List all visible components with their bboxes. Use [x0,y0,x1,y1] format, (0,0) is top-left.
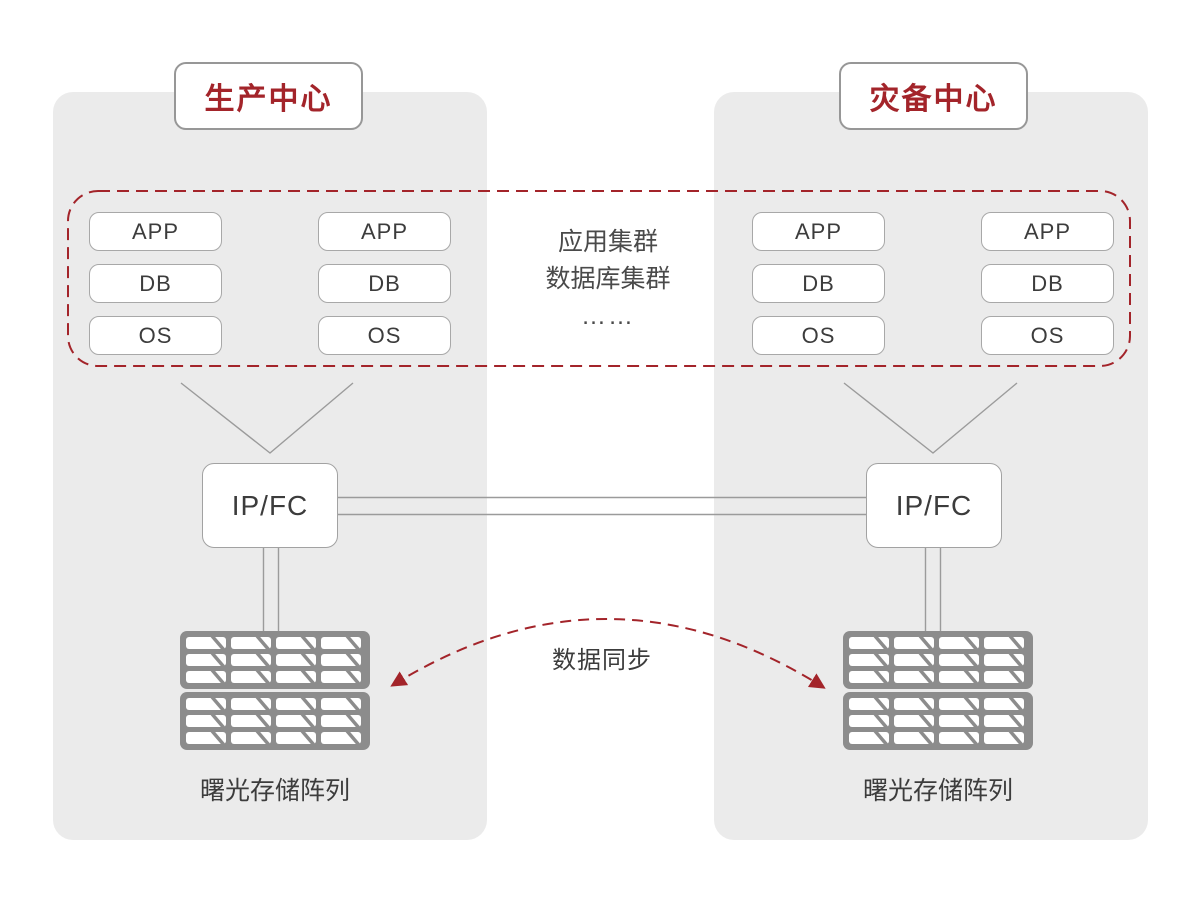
server-stack-production-1: APP DB OS [89,212,222,355]
server-stack-dr-1: APP DB OS [752,212,885,355]
ip-fc-switch-left: IP/FC [202,463,338,548]
server-stack-dr-2: APP DB OS [981,212,1114,355]
os-box: OS [752,316,885,355]
os-box: OS [89,316,222,355]
app-box: APP [981,212,1114,251]
app-box: APP [752,212,885,251]
cluster-caption: 应用集群 数据库集群 …… [498,224,718,335]
app-box: APP [89,212,222,251]
cluster-caption-line1: 应用集群 [557,228,658,256]
db-box: DB [981,264,1114,303]
cluster-caption-line2: 数据库集群 [545,265,671,293]
db-box: DB [89,264,222,303]
storage-array-label-right: 曙光存储阵列 [862,777,1013,805]
production-center-title-label: 生产中心 [204,83,333,116]
os-box: OS [981,316,1114,355]
os-box: OS [318,316,451,355]
production-center-title: 生产中心 [174,62,363,130]
data-sync-label: 数据同步 [552,647,652,674]
ip-fc-switch-right: IP/FC [866,463,1002,548]
ip-fc-label: IP/FC [231,489,309,521]
server-stack-production-2: APP DB OS [318,212,451,355]
storage-array-label-left: 曙光存储阵列 [199,777,350,805]
cluster-caption-ellipsis: …… [581,302,635,330]
ip-fc-label: IP/FC [895,489,973,521]
db-box: DB [752,264,885,303]
storage-array-icon [180,631,370,750]
dr-center-title-label: 灾备中心 [869,83,998,116]
dr-center-title: 灾备中心 [839,62,1028,130]
db-box: DB [318,264,451,303]
app-box: APP [318,212,451,251]
storage-array-icon [843,631,1033,750]
